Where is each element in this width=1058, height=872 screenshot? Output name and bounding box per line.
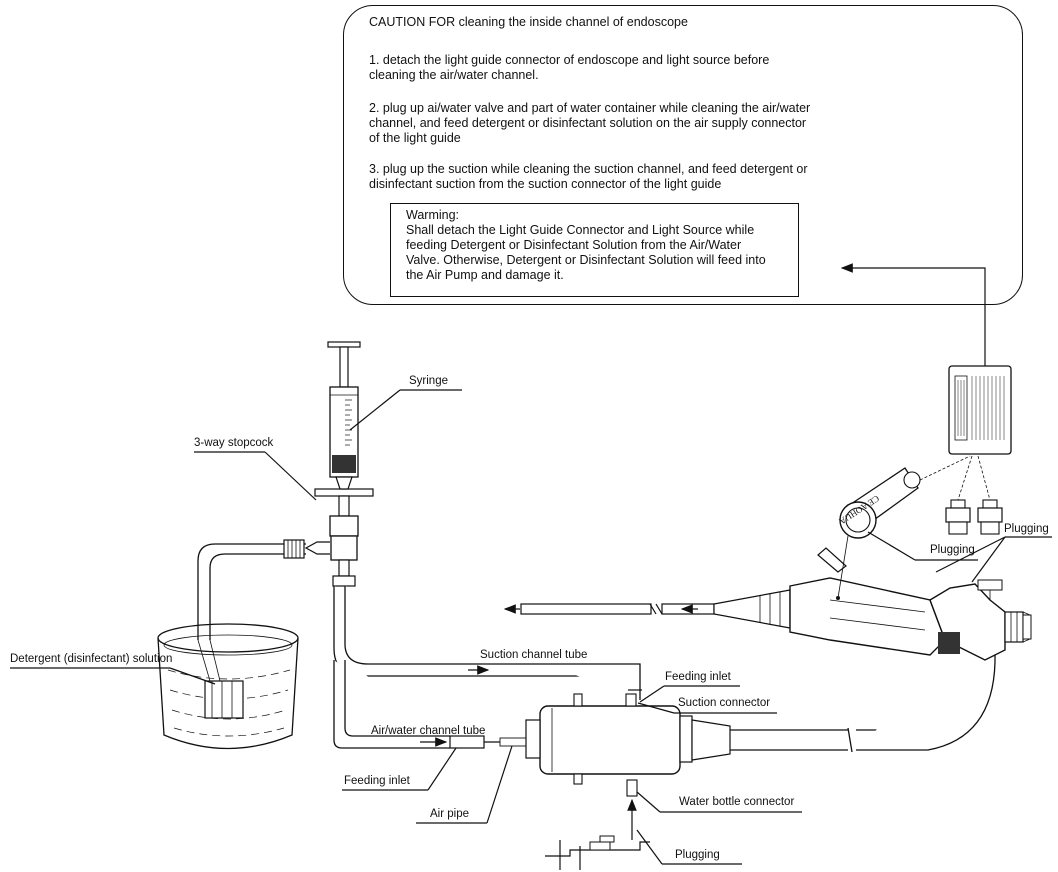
caution-item-1-line-1: 1. detach the light guide connector of e… xyxy=(369,53,770,67)
tag-chain-left xyxy=(957,455,973,501)
endoscope xyxy=(503,547,1032,661)
suction-connector-leader xyxy=(637,702,675,714)
caution-item-2-line-3: of the light guide xyxy=(369,131,461,145)
caution-item-3-line-2: disinfectant suction from the suction co… xyxy=(369,177,722,191)
plugging-right-leader-2 xyxy=(971,536,1006,583)
airwater-tube-label: Air/water channel tube xyxy=(371,725,485,737)
tube-coupler xyxy=(283,539,305,559)
detergent-beaker xyxy=(157,623,299,750)
plugging-right-label: Plugging xyxy=(1004,523,1049,535)
caution-item-1-line-2: cleaning the air/water channel. xyxy=(369,68,539,82)
feeding-inlet-top-leader xyxy=(639,685,665,703)
airwater-tube-inner xyxy=(344,660,450,737)
stopcock-label: 3-way stopcock xyxy=(194,437,274,449)
warning-line-1: Shall detach the Light Guide Connector a… xyxy=(406,223,755,237)
water-bottle-connector-label: Water bottle connector xyxy=(679,796,794,808)
air-pipe-label: Air pipe xyxy=(430,808,469,820)
plugging-right-leader-1 xyxy=(935,536,1006,573)
syringe-leader-line xyxy=(349,389,401,431)
instruction-tag-card xyxy=(948,365,1012,455)
plug-right xyxy=(977,499,1003,535)
plugging-cap: CE AOHUA xyxy=(836,467,921,600)
warning-line-3: Valve. Otherwise, Detergent or Disinfect… xyxy=(406,253,766,267)
warning-box xyxy=(390,203,799,297)
warning-line-4: the Air Pump and damage it. xyxy=(406,268,564,282)
suction-connector-label: Suction connector xyxy=(678,697,770,709)
air-pipe-leader xyxy=(486,745,513,824)
tag-chain-right xyxy=(977,455,991,501)
detergent-tube-inner xyxy=(209,553,306,640)
airwater-coupler xyxy=(449,735,485,749)
suction-tube-inner xyxy=(344,586,641,700)
cap-chain xyxy=(919,455,971,481)
light-guide-connector xyxy=(525,693,731,797)
warning-title: Warming: xyxy=(406,208,460,222)
syringe xyxy=(314,341,374,517)
plugging-cap-leader xyxy=(867,531,916,561)
plugging-bottom-leader xyxy=(636,829,663,865)
feeding-inlet-bottom-label: Feeding inlet xyxy=(344,775,411,787)
caution-title: CAUTION FOR cleaning the inside channel … xyxy=(369,15,688,29)
syringe-label: Syringe xyxy=(409,375,448,387)
detergent-leader-line xyxy=(169,667,216,685)
three-way-stopcock xyxy=(304,515,359,587)
feeding-inlet-bottom-leader xyxy=(427,747,457,791)
plugging-cap-label: Plugging xyxy=(930,544,975,556)
suction-tube-label: Suction channel tube xyxy=(480,649,587,661)
caution-item-3-line-1: 3. plug up the suction while cleaning th… xyxy=(369,162,808,176)
water-bottle-leader xyxy=(636,791,661,813)
plugging-bottom-label: Plugging xyxy=(675,849,720,861)
caution-pointer-arrow xyxy=(840,263,986,366)
plug-left xyxy=(945,499,971,535)
caution-item-2-line-2: channel, and feed detergent or disinfect… xyxy=(369,116,807,130)
detergent-label: Detergent (disinfectant) solution xyxy=(10,653,172,665)
caution-box xyxy=(343,5,1023,305)
bottom-plug xyxy=(545,835,650,870)
warning-line-2: feeding Detergent or Disinfectant Soluti… xyxy=(406,238,742,252)
caution-item-2-line-1: 2. plug up ai/water valve and part of wa… xyxy=(369,101,811,115)
stopcock-leader-line xyxy=(264,451,317,501)
feeding-inlet-top-label: Feeding inlet xyxy=(665,671,732,683)
